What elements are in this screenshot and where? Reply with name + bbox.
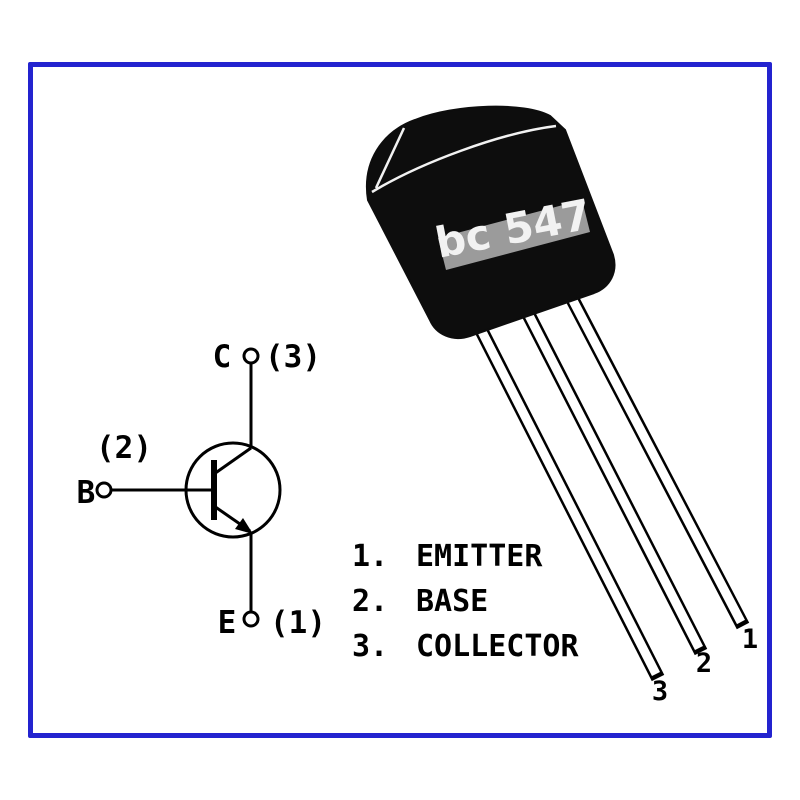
collector-label: C [213, 339, 232, 375]
package-legs [463, 260, 750, 682]
emitter-pin-label: (1) [270, 605, 326, 641]
base-label: B [77, 475, 96, 511]
collector-pin-label: (3) [265, 339, 321, 375]
package-edge-highlight [374, 127, 406, 189]
part-label-patch [438, 200, 590, 270]
to92-package: bc 547 1 2 3 [365, 105, 758, 707]
legend-name-emitter: EMITTER [416, 539, 543, 574]
pin-legend: 1. EMITTER 2. BASE 3. COLLECTOR [352, 539, 579, 664]
collector-terminal [242, 347, 260, 365]
leg-3-number-label: 3 [652, 676, 668, 707]
base-pin-label: (2) [96, 430, 152, 466]
package-bevel-highlight [371, 124, 557, 194]
leg-2 [511, 287, 704, 651]
leg-2-number-label: 2 [696, 648, 712, 679]
schematic-symbol: C (3) (2) B E (1) [77, 339, 326, 641]
legend-num-1: 1. [352, 539, 388, 574]
legend-num-2: 2. [352, 584, 388, 619]
legend-name-collector: COLLECTOR [416, 629, 579, 664]
emitter-label: E [218, 605, 237, 641]
leg-1 [552, 265, 745, 625]
emitter-terminal [242, 610, 260, 628]
leg-1-number-label: 1 [742, 624, 758, 655]
emitter-arrow [235, 518, 253, 534]
base-terminal [95, 481, 113, 499]
leg-3 [467, 309, 661, 677]
collector-diagonal [213, 446, 252, 476]
legend-num-3: 3. [352, 629, 388, 664]
legend-name-base: BASE [416, 584, 488, 619]
